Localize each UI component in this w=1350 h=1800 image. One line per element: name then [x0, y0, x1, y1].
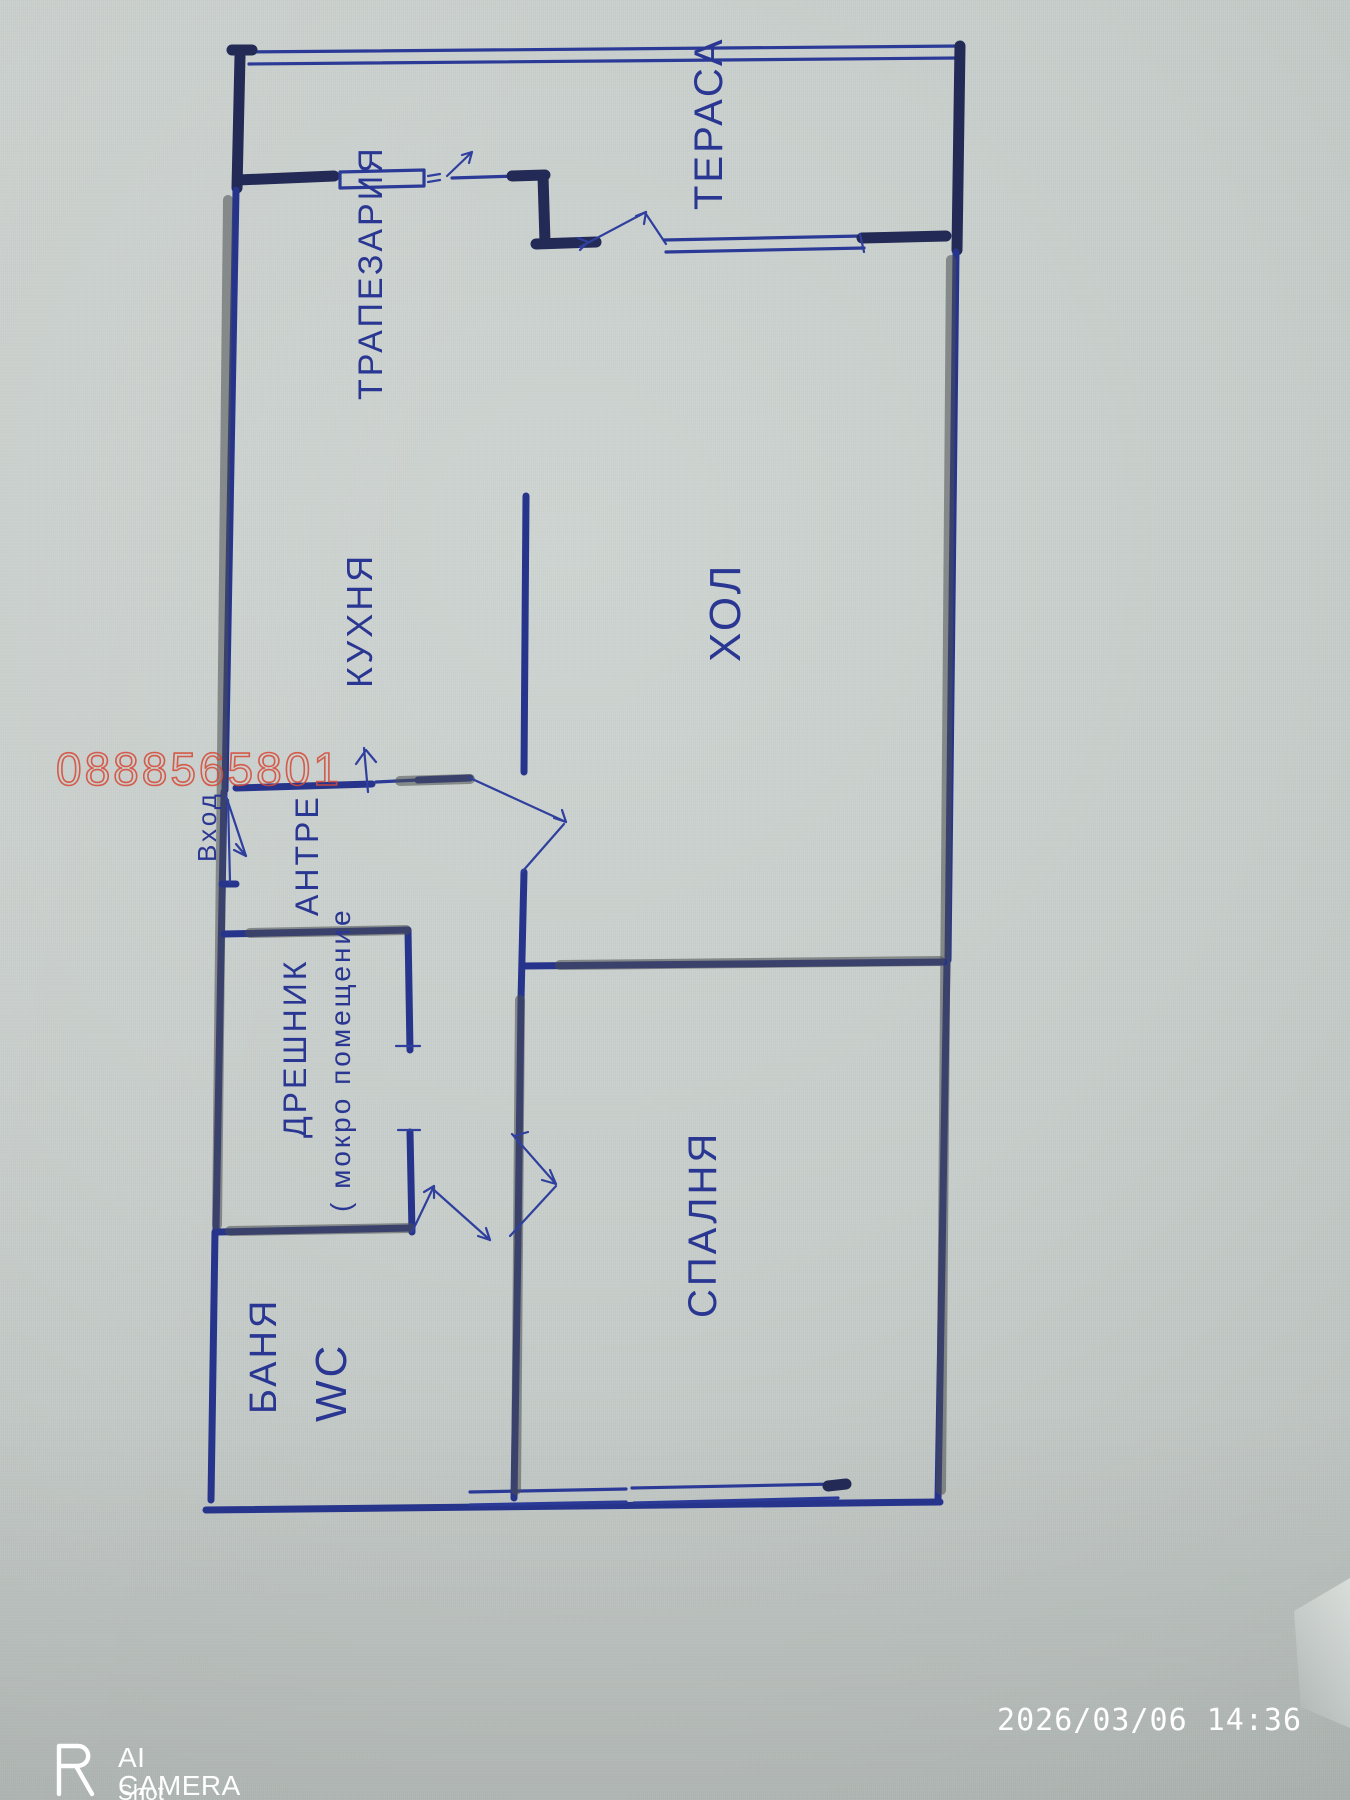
realme-r-logo-icon: [56, 1743, 95, 1797]
room-label-wc: WC: [307, 1343, 356, 1422]
room-label-kuhnya: КУХНЯ: [339, 553, 380, 688]
room-label-trapezaria: ТРАПЕЗАРИЯ: [352, 145, 390, 400]
phone-number-stamp: 0888565801: [55, 742, 342, 796]
watermark-device: Shot on realme C11 2021: [118, 1780, 165, 1800]
room-label-terasa: ТЕРАСА: [687, 36, 731, 210]
timestamp-stamp: 2026/03/06 14:36: [997, 1703, 1302, 1738]
terrace-partition-walls: [232, 150, 952, 254]
room-labels: ТЕРАСА ТРАПЕЗАРИЯ КУХНЯ ХОЛ АНТРЕ Вход Д…: [192, 36, 750, 1422]
room-label-hol: ХОЛ: [701, 563, 750, 663]
room-label-dreshnik: ДРЕШНИК: [277, 959, 313, 1138]
room-label-vhod: Вход: [192, 791, 222, 862]
outer-walls: [202, 40, 966, 1514]
room-label-dreshnik-sublabel: ( мокро помещение: [325, 907, 356, 1212]
room-label-banya: БАНЯ: [243, 1298, 285, 1414]
room-label-antre: АНТРЕ: [289, 794, 325, 916]
interior-walls: [214, 492, 948, 1502]
room-label-spalnya: СПАЛНЯ: [681, 1131, 725, 1318]
watermark-brand: AI CAMERA: [118, 1742, 241, 1800]
